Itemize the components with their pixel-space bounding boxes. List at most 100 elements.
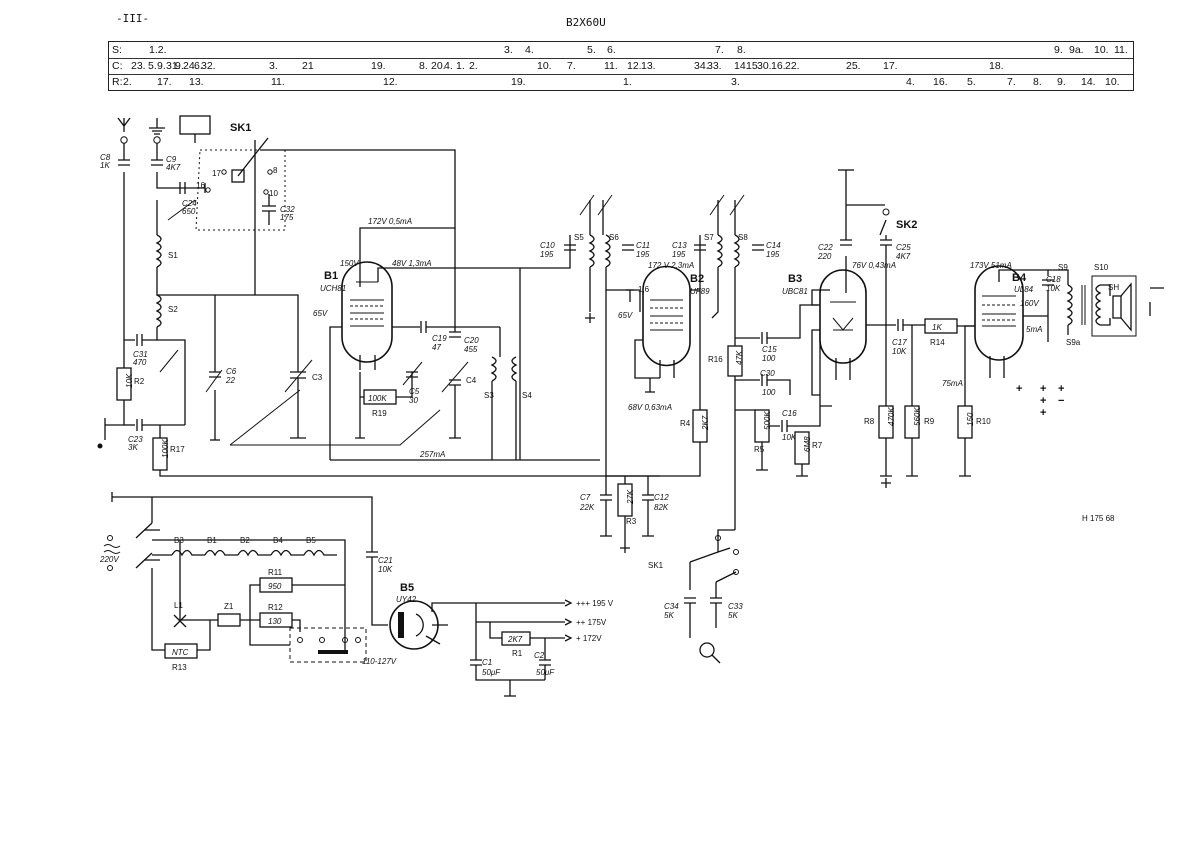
s7-label: S7 [704, 233, 714, 242]
tap-voltage: 110-127V [362, 657, 397, 666]
sk1-lower-switch [689, 535, 739, 575]
legend-value: 34. [694, 60, 709, 72]
legend-value: 7. [1007, 76, 1016, 88]
b2-grid-voltage: 65V [618, 311, 633, 320]
filament-label: B2 [240, 536, 250, 545]
filament-label: B4 [273, 536, 283, 545]
capacitor-c18 [1042, 279, 1054, 286]
capacitor-c17 [897, 319, 925, 331]
c16-label: C16 [782, 409, 797, 418]
l1-fuse [173, 614, 187, 628]
mains-plug-icon [103, 535, 121, 571]
r13-value: NTC [172, 648, 189, 657]
svg-text:+: + [1058, 383, 1064, 395]
capacitor-c25 [880, 239, 892, 325]
r1-label: R1 [512, 649, 523, 658]
mains-voltage: 220V [99, 555, 119, 564]
c3-label: C3 [312, 373, 323, 382]
filament-coil [237, 549, 271, 557]
legend-value: 18. [989, 60, 1004, 72]
c30-value: 100 [762, 388, 776, 397]
sk1-label: SK1 [230, 122, 251, 134]
coil-s6 [604, 234, 611, 268]
c13-label: C13 [672, 241, 687, 250]
legend-value: 5. [967, 76, 976, 88]
c23-value: 3K [128, 443, 138, 452]
b2-name: B2 [690, 273, 704, 285]
c33-label: C33 [728, 602, 743, 611]
legend-value: 10. [1105, 76, 1120, 88]
r3-value: 27K [626, 489, 635, 505]
legend-value: 3. [269, 60, 278, 72]
r17-value: 100K [161, 439, 170, 458]
c12-label: C12 [654, 493, 669, 502]
supply-arrows [564, 599, 573, 642]
capacitor-c6 [209, 371, 221, 378]
s6-label: S6 [609, 233, 619, 242]
tube-b4 [974, 265, 1024, 378]
r2-value: 10K [125, 373, 134, 388]
c25-label: C25 [896, 243, 911, 252]
legend-value: 5. [587, 44, 596, 56]
legend-value: 9. [157, 60, 166, 72]
r14-label: R14 [930, 338, 945, 347]
z1-fuse [217, 613, 241, 627]
svg-text:8: 8 [273, 166, 278, 175]
legend-value: 4. [444, 60, 453, 72]
c32-value: 175 [280, 213, 294, 222]
b3-anode-voltage: 76V 0,43mA [852, 261, 896, 270]
legend-value: 19. [511, 76, 526, 88]
ref-code: H 175 68 [1082, 514, 1115, 523]
s2-label: S2 [168, 305, 178, 314]
c14-label: C14 [766, 241, 781, 250]
c32-label: C32 [280, 205, 295, 214]
r16-value: 47K [735, 350, 744, 365]
r11-value: 950 [268, 582, 282, 591]
c12-value: 82K [654, 503, 669, 512]
capacitor-c15 [761, 304, 818, 344]
b5-type: UY42 [396, 595, 417, 604]
s10-label: S10 [1094, 263, 1109, 272]
capacitor-c32 [262, 194, 276, 225]
legend-value: 3. [731, 76, 740, 88]
b4-current: 75mA [942, 379, 963, 388]
capacitor-c19 [420, 321, 500, 333]
b1-grid-voltage: 65V [313, 309, 328, 318]
model-title: B2X60U [566, 16, 606, 29]
sh-label: SH [1108, 283, 1119, 292]
legend-value: 11. [271, 76, 285, 88]
r4-value: 2K7 [701, 415, 710, 431]
legend-value: 23. [131, 60, 146, 72]
capacitor-c30 [761, 374, 791, 395]
b1-type: UCH81 [320, 284, 346, 293]
svg-text:+: + [1040, 407, 1046, 419]
b4-small-current: 5mA [1026, 325, 1042, 334]
svg-text:17: 17 [212, 169, 221, 178]
r17-label: R17 [170, 445, 185, 454]
filament-label: B5 [306, 536, 316, 545]
legend-value: 25. [846, 60, 861, 72]
supply-195v: +++ 195 V [576, 599, 614, 608]
c17-value: 10K [892, 347, 907, 356]
legend-value: 6. [194, 60, 203, 72]
b2-anode-voltage: 172 V 2,3mA [648, 261, 694, 270]
r3-label: R3 [626, 517, 637, 526]
r12-label: R12 [268, 603, 283, 612]
legend-value: 15. [746, 60, 761, 72]
earth-symbol [149, 118, 165, 144]
svg-text:16: 16 [196, 181, 205, 190]
legend-value: 21 [302, 60, 314, 72]
legend-value: 10. [1094, 44, 1109, 56]
r19-label: R19 [372, 409, 387, 418]
r7-label: R7 [812, 441, 823, 450]
r5-value: 500K [763, 411, 772, 430]
coil-s5 [588, 234, 595, 268]
c5-label: C5 [409, 387, 420, 396]
legend-value: 6. [607, 44, 616, 56]
l1-label: L1 [174, 601, 183, 610]
filament-coil [270, 549, 304, 557]
r16-label: R16 [708, 355, 723, 364]
r8-value: 470K [887, 407, 896, 426]
svg-text:+: + [1016, 383, 1022, 395]
